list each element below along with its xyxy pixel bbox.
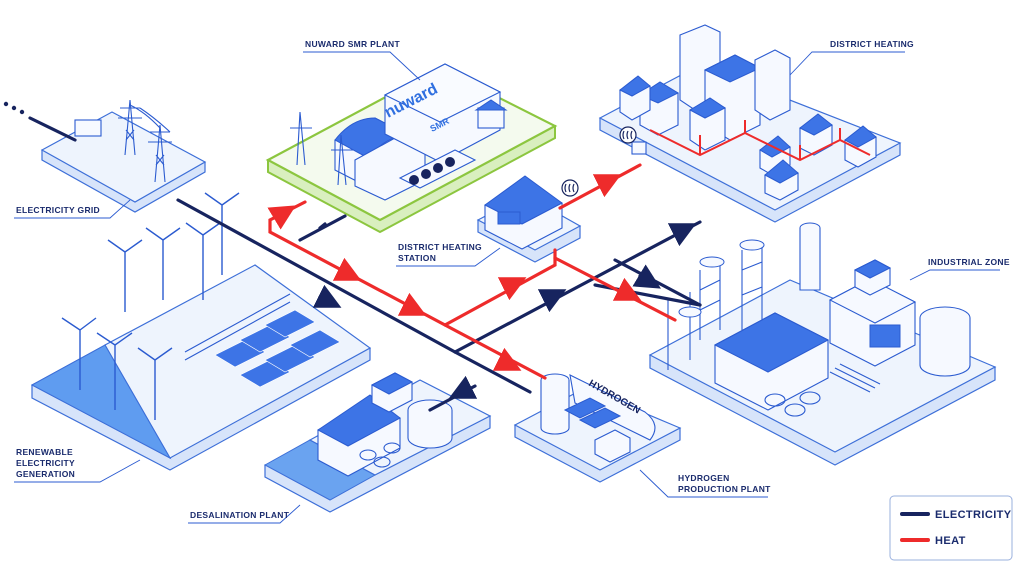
district-heating-station-platform — [476, 175, 582, 263]
label-text: NUWARD SMR PLANT — [305, 39, 400, 49]
label-district-heating-station: DISTRICT HEATING STATION — [396, 242, 501, 267]
label-industrial-zone: INDUSTRIAL ZONE — [909, 257, 1010, 281]
legend-heat-label: HEAT — [935, 535, 966, 547]
nuward-smr-platform: nuward SMR — [265, 63, 558, 234]
label-text-line2: ELECTRICITY — [16, 458, 75, 468]
heat-waves-icon — [619, 126, 637, 144]
electricity-grid-platform — [40, 99, 207, 213]
label-desalination-plant: DESALINATION PLANT — [188, 504, 301, 524]
solar-panel-array — [214, 309, 341, 388]
electricity-network — [28, 116, 702, 412]
label-text-line2: PRODUCTION PLANT — [678, 484, 771, 494]
label-text-line1: RENEWABLE — [16, 447, 73, 457]
label-hydrogen-production-plant: HYDROGEN PRODUCTION PLANT — [639, 469, 771, 498]
cooling-fans — [398, 149, 477, 189]
label-text: INDUSTRIAL ZONE — [928, 257, 1010, 267]
legend: ELECTRICITY HEAT — [889, 495, 1013, 561]
label-electricity-grid: ELECTRICITY GRID — [14, 199, 131, 219]
label-text-line3: GENERATION — [16, 469, 75, 479]
heat-network — [267, 163, 677, 380]
label-nuward-smr-plant: NUWARD SMR PLANT — [303, 39, 421, 81]
legend-electricity-label: ELECTRICITY — [935, 509, 1012, 521]
renewable-platform — [30, 192, 372, 471]
heat-waves-icon — [561, 179, 579, 197]
label-text-line2: STATION — [398, 253, 436, 263]
label-text-line1: DISTRICT HEATING — [398, 242, 482, 252]
label-renewable-generation: RENEWABLE ELECTRICITY GENERATION — [14, 447, 141, 483]
label-text: DESALINATION PLANT — [190, 510, 290, 520]
electrolyzers — [563, 397, 631, 463]
electricity-line-leadin — [3, 101, 25, 115]
hydrogen-platform: HYDROGEN — [513, 373, 682, 483]
district-heating-platform — [598, 24, 902, 223]
wind-turbines — [61, 192, 240, 420]
label-text: DISTRICT HEATING — [830, 39, 914, 49]
label-district-heating: DISTRICT HEATING — [789, 39, 914, 76]
industrial-zone-platform — [648, 222, 997, 466]
label-text-line1: HYDROGEN — [678, 473, 730, 483]
label-text: ELECTRICITY GRID — [16, 205, 100, 215]
